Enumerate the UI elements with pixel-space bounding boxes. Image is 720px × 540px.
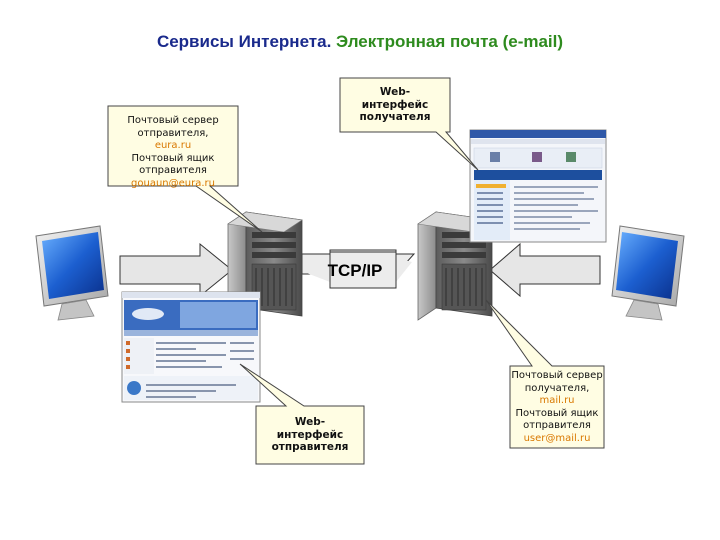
receiver-monitor-icon	[611, 225, 685, 321]
receiver-server-email: user@mail.ru	[523, 432, 591, 444]
title-part2: Электронная почта (e-mail)	[336, 32, 564, 51]
sender-server-domain: eura.ru	[154, 140, 192, 151]
receiver-server-line4: Почтовый ящик	[515, 407, 599, 419]
sender-server-line2: отправителя,	[137, 127, 209, 139]
title-part1: Сервисы Интернета.	[156, 32, 332, 51]
receiver-server-line2: получателя,	[524, 382, 590, 394]
receiver-server-callout-bubble	[485, 299, 605, 449]
receiver-web-callout: Web- интерфейс получателя	[340, 86, 450, 124]
sender-server-line4: Почтовый ящик	[131, 152, 215, 164]
sender-server-line1: Почтовый сервер	[127, 115, 219, 126]
sender-web-line3: отправителя	[271, 441, 349, 453]
receiver-to-server-arrow	[489, 242, 601, 298]
sender-server-callout-bubble	[107, 105, 263, 233]
sender-server-callout: Почтовый сервер отправителя, eura.ru Поч…	[108, 115, 238, 190]
sender-web-line1: Web-	[294, 416, 326, 428]
receiver-server-domain: mail.ru	[539, 395, 575, 406]
receiver-web-line2: интерфейс	[361, 98, 429, 111]
receiver-server-line1: Почтовый сервер	[511, 370, 603, 381]
sender-web-line2: интерфейс	[276, 428, 344, 441]
receiver-web-line1: Web-	[379, 86, 411, 98]
receiver-webmail-screenshot	[469, 129, 607, 243]
protocol-label: TCP/IP	[328, 261, 383, 280]
sender-webmail-screenshot	[121, 291, 261, 403]
receiver-web-callout-bubble	[339, 77, 479, 171]
sender-web-callout-bubble	[239, 363, 365, 465]
receiver-web-line3: получателя	[359, 111, 431, 123]
receiver-server-callout: Почтовый сервер получателя, mail.ru Почт…	[510, 370, 604, 445]
sender-server-icon	[227, 211, 303, 321]
sender-server-email: gouaun@eura.ru	[131, 177, 215, 189]
sender-server-line5: отправителя	[139, 165, 207, 176]
sender-monitor-icon	[35, 225, 109, 321]
sender-to-server-arrow	[119, 242, 233, 298]
sender-web-callout: Web- интерфейс отправителя	[256, 416, 364, 454]
page-title: Сервисы Интернета. Электронная почта (e-…	[0, 32, 720, 52]
receiver-server-line5: отправителя	[523, 420, 591, 431]
